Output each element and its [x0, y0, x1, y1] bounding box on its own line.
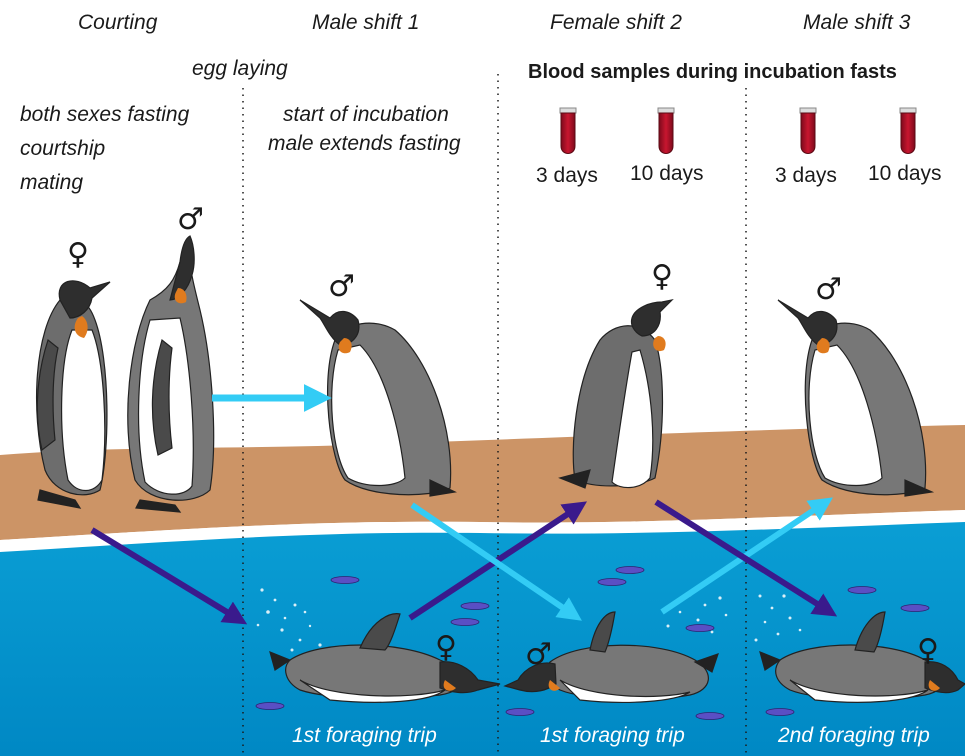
penguin-male-courting: [128, 236, 214, 512]
sample-label-4: 10 days: [868, 161, 942, 187]
blood-tube-1: [560, 108, 576, 154]
sample-label-3: 3 days: [775, 163, 837, 189]
female-symbol-trip-2: ♀: [917, 636, 939, 666]
trip-label-3: 2nd foraging trip: [778, 724, 930, 748]
blood-samples-title: Blood samples during incubation fasts: [528, 60, 897, 85]
trip-label-2: 1st foraging trip: [540, 724, 685, 748]
male-symbol-trip-1: ♂: [525, 640, 552, 670]
egg-laying-label: egg laying: [192, 56, 288, 82]
phase-label-female-shift-2: Female shift 2: [550, 10, 682, 36]
courting-line-3: mating: [20, 170, 83, 196]
female-symbol-shift-2: ♀: [651, 262, 673, 292]
phase-label-male-shift-3: Male shift 3: [803, 10, 910, 36]
phase-label-courting: Courting: [78, 10, 157, 36]
sample-label-1: 3 days: [536, 163, 598, 189]
courting-line-1: both sexes fasting: [20, 102, 189, 128]
male-symbol-courting: ♂: [177, 205, 204, 235]
male-symbol-shift-3: ♂: [815, 275, 842, 305]
penguin-female-incubating: [560, 300, 672, 488]
blood-tube-3: [800, 108, 816, 154]
penguin-female-courting: [37, 281, 110, 508]
sample-label-2: 10 days: [630, 161, 704, 187]
male-symbol-shift-1: ♂: [328, 272, 355, 302]
trip-label-1: 1st foraging trip: [292, 724, 437, 748]
phase-label-male-shift-1: Male shift 1: [312, 10, 419, 36]
incubation-line-1: start of incubation: [283, 102, 449, 128]
incubation-line-2: male extends fasting: [268, 131, 461, 157]
blood-tube-2: [658, 108, 674, 154]
blood-tube-4: [900, 108, 916, 154]
female-symbol-trip-1: ♀: [435, 633, 457, 663]
female-symbol-courting: ♀: [67, 240, 89, 270]
courting-line-2: courtship: [20, 136, 105, 162]
sea: [0, 522, 965, 756]
